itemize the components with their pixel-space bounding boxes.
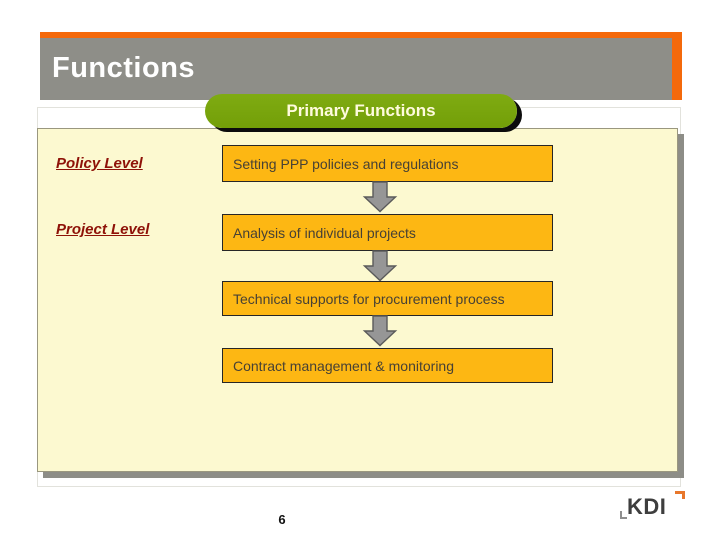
project-level-label: Project Level [56, 221, 150, 238]
corner-bracket-gray-icon [620, 511, 627, 519]
flow-box-label: Setting PPP policies and regulations [233, 155, 459, 172]
down-arrow-icon [362, 250, 398, 282]
flow-box-contract-management: Contract management & monitoring [222, 348, 553, 383]
down-arrow-icon [362, 315, 398, 347]
slide-title-bar: Functions [40, 32, 682, 100]
kdi-logo-text: KDI [627, 494, 667, 519]
down-arrow-icon [362, 181, 398, 213]
flow-box-analysis: Analysis of individual projects [222, 214, 553, 251]
corner-bracket-orange-icon [675, 491, 685, 499]
kdi-logo: KDI [618, 491, 688, 523]
primary-functions-banner: Primary Functions [205, 94, 517, 128]
flow-box-label: Technical supports for procurement proce… [233, 290, 505, 307]
flow-box-label: Analysis of individual projects [233, 224, 416, 241]
slide-title: Functions [52, 52, 196, 84]
banner-label: Primary Functions [286, 101, 436, 120]
page-number: 6 [278, 512, 286, 527]
flow-box-label: Contract management & monitoring [233, 357, 454, 374]
flow-box-policies: Setting PPP policies and regulations [222, 145, 553, 182]
policy-level-label: Policy Level [56, 155, 143, 172]
flow-box-technical-supports: Technical supports for procurement proce… [222, 281, 553, 316]
